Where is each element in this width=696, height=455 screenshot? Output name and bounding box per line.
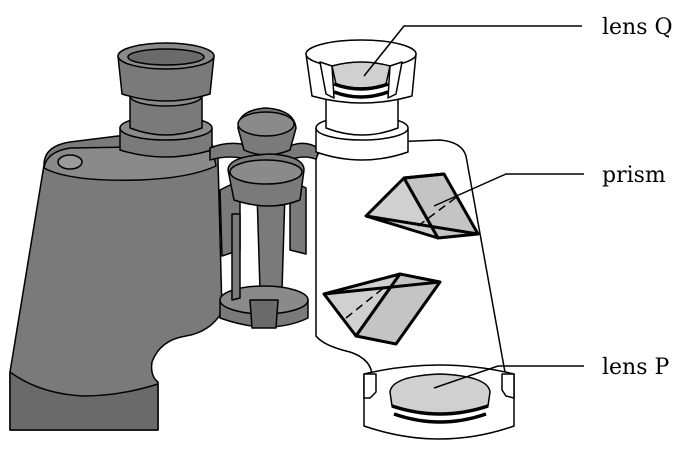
left-barrel — [9, 42, 223, 431]
lens-q-leader — [363, 25, 582, 77]
lens-p-leader — [433, 365, 584, 389]
lens-q-glass — [331, 61, 391, 89]
lower-prism — [322, 272, 442, 346]
left-barrel-body — [9, 135, 223, 431]
lens-q — [331, 61, 391, 99]
lens-p-label: lens P — [602, 355, 670, 380]
lens-q-edge — [333, 82, 389, 91]
left-focus-hole — [57, 154, 83, 170]
lens-p-edge — [391, 404, 489, 416]
lens-p — [389, 373, 491, 424]
leader-lines — [363, 25, 584, 389]
prism-leader — [433, 173, 584, 207]
prism-label: prism — [602, 163, 666, 188]
lens-q-label: lens Q — [602, 15, 673, 40]
upper-prism — [364, 172, 480, 240]
left-eyepiece-tube — [129, 95, 203, 136]
center-hinge — [209, 107, 319, 329]
left-objective-band — [9, 371, 159, 431]
right-eyepiece-tube — [325, 95, 399, 136]
